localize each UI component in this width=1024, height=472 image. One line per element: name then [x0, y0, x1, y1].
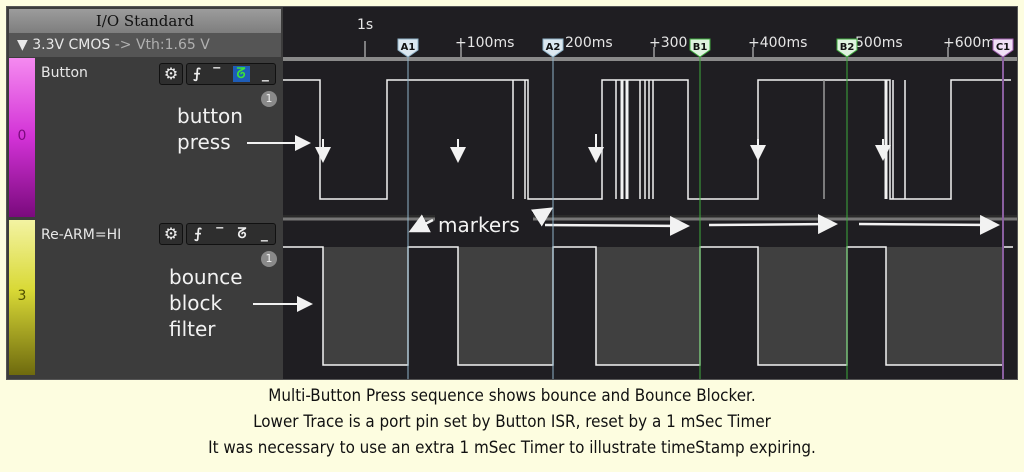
marker-flags: A1 A2 B1 B2 C1	[397, 38, 1014, 58]
io-standard-header: I/O Standard	[9, 9, 281, 33]
cursor-markers	[407, 51, 1004, 379]
low-level-icon[interactable]: _	[260, 226, 268, 242]
high-level-icon[interactable]: ‾	[216, 226, 224, 242]
channel-3-controls: ⚙ ⨍ ‾ ᘔ _	[159, 223, 276, 245]
svg-text:C1: C1	[996, 42, 1010, 53]
channel-0-name[interactable]: Button	[41, 65, 88, 81]
channel-panel: I/O Standard ▼ 3.3V CMOS -> Vth:1.65 V 0…	[7, 7, 283, 379]
threshold-value: -> Vth:1.65 V	[114, 37, 210, 53]
marker-a1[interactable]: A1	[397, 38, 419, 58]
triangle-down-icon: ▼	[17, 37, 33, 53]
svg-text:A1: A1	[401, 42, 416, 53]
marker-c1[interactable]: C1	[992, 38, 1014, 58]
button-press-arrows	[315, 134, 891, 163]
gear-icon[interactable]: ⚙	[159, 63, 183, 85]
timeline-ticks: 1s +100ms 200ms +300 +400ms 500ms +600m	[357, 17, 995, 57]
markers-label: markers	[438, 213, 520, 237]
marker-b2[interactable]: B2	[836, 38, 858, 58]
channel-3-color-bar[interactable]: 3	[9, 220, 35, 375]
channel-0-index: 0	[17, 128, 27, 144]
svg-text:A2: A2	[546, 42, 561, 53]
svg-text:+400ms: +400ms	[748, 35, 807, 51]
high-level-icon[interactable]: ‾	[213, 66, 221, 82]
channel-0-badge: 1	[261, 91, 277, 107]
trigger-selector[interactable]: ⨍ ‾ ᘔ _	[186, 63, 276, 85]
channel-3-index: 3	[17, 288, 27, 304]
svg-text:500ms: 500ms	[855, 35, 903, 51]
figure-caption: Multi-Button Press sequence shows bounce…	[208, 386, 816, 457]
svg-text:1s: 1s	[357, 17, 373, 33]
channel-0-waveform	[283, 79, 1011, 200]
channel-3-badge: 1	[261, 251, 277, 267]
falling-edge-icon[interactable]: ᘔ	[237, 226, 247, 242]
bounce-block-annotation: bounce block filter	[169, 265, 243, 341]
trigger-selector[interactable]: ⨍ ‾ ᘔ _	[186, 223, 276, 245]
logic-analyzer-window: I/O Standard ▼ 3.3V CMOS -> Vth:1.65 V 0…	[6, 6, 1018, 380]
gear-icon[interactable]: ⚙	[159, 223, 183, 245]
svg-text:200ms: 200ms	[565, 35, 613, 51]
marker-a2[interactable]: A2	[542, 38, 564, 58]
marker-arrows	[408, 207, 1000, 236]
waveform-area[interactable]: 1s +100ms 200ms +300 +400ms 500ms +600m	[283, 7, 1017, 379]
timeline-ruler	[283, 57, 1017, 61]
svg-text:B1: B1	[693, 42, 708, 53]
svg-text:+300: +300	[649, 35, 687, 51]
channel-0-color-bar[interactable]: 0	[9, 58, 35, 217]
channel-0-controls: ⚙ ⨍ ‾ ᘔ _	[159, 63, 276, 85]
io-standard-value: 3.3V CMOS	[32, 37, 111, 53]
marker-b1[interactable]: B1	[689, 38, 711, 58]
svg-text:B2: B2	[840, 42, 855, 53]
button-press-annotation: button press	[177, 104, 243, 154]
io-standard-select[interactable]: ▼ 3.3V CMOS -> Vth:1.65 V	[9, 33, 281, 57]
annotation-arrows	[247, 135, 313, 312]
rising-edge-icon[interactable]: ⨍	[194, 226, 202, 242]
low-level-icon[interactable]: _	[261, 66, 269, 82]
channel-3-name[interactable]: Re-ARM=HI	[41, 227, 122, 243]
channel-3-waveform	[283, 246, 1013, 366]
svg-text:+600m: +600m	[943, 35, 995, 51]
falling-edge-icon[interactable]: ᘔ	[232, 66, 250, 82]
svg-text:+100ms: +100ms	[455, 35, 514, 51]
rising-edge-icon[interactable]: ⨍	[193, 66, 201, 82]
